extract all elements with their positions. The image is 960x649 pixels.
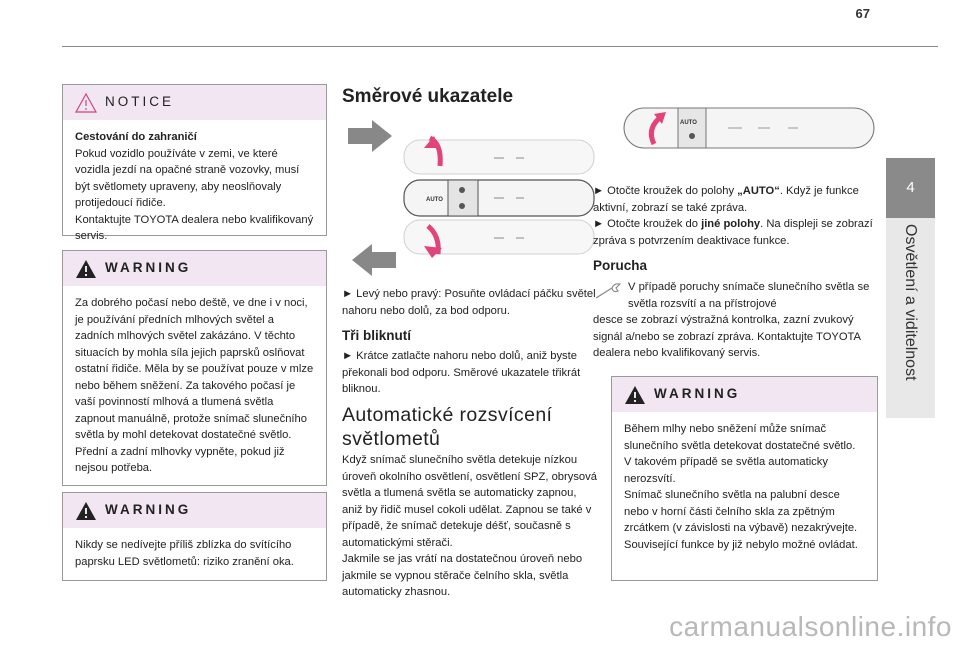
warning-icon [625,385,645,404]
warning-title-3: WARNING [654,386,741,402]
turn-signals-heading: Směrové ukazatele [342,86,514,107]
notice-box: NOTICE Cestování do zahraničí Pokud vozi… [62,84,327,242]
stalk-auto-label: AUTO [426,197,443,203]
warning-title-1: WARNING [105,260,192,276]
auto-instr-1c: . Když je funkce aktivní, zobrazí se tak… [593,185,859,214]
warning-box-3: WARNING Během mlhy nebo sněžení může sní… [611,376,878,581]
notice-body: Cestování do zahraničí Pokud vozidlo pou… [63,120,326,255]
notice-title: NOTICE [105,94,175,110]
auto-lights-heading-1: Automatické rozsvícení [342,404,553,426]
auto-instructions: ► Otočte kroužek do polohy „AUTO“. Když … [593,183,875,249]
chapter-tab[interactable]: 4 [886,158,935,218]
three-flashes-heading: Tři bliknutí [342,328,411,343]
warning-icon [76,501,96,520]
arrow-left-icon [352,244,396,276]
warning-header-3: WARNING [612,377,877,412]
auto-lights-heading-2: světlometů [342,428,441,450]
auto-instr-2c: . Na displeji se zobrazí zpráva s potvrz… [593,218,873,247]
warning-body-1: Za dobrého počasí nebo deště, ve dne i v… [75,297,314,474]
auto-instr-2a: ► Otočte kroužek do [593,218,702,230]
auto-instr-1b: „AUTO“ [737,185,780,197]
warning-body-2: Nikdy se nedívejte příliš zblízka do sví… [75,539,294,568]
fault-heading: Porucha [593,258,648,273]
warning-body-3: Během mlhy nebo sněžení může snímač slun… [624,423,858,551]
warning-title-2: WARNING [105,502,192,518]
fault-text-rest: desce se zobrazí výstražná kontrolka, za… [593,314,861,359]
header-rule [62,46,938,47]
notice-icon [75,92,97,113]
svg-text:AUTO: AUTO [680,120,697,126]
watermark: carmanualsonline.info [669,611,952,642]
auto-ring-illustration: AUTO [623,107,875,149]
notice-text: Pokud vozidlo používáte v zemi, ve které… [75,147,314,243]
fault-text-indented: V případě poruchy snímače slunečního svě… [628,281,870,310]
page-number: 67 [855,6,870,21]
notice-header: NOTICE [63,85,326,120]
auto-instr-2b: jiné polohy [701,218,761,230]
tool-icon [595,283,622,299]
warning-box-2: WARNING Nikdy se nedívejte příliš zblízk… [62,492,327,581]
chapter-tab-strip [886,218,935,418]
arrow-right-icon [348,120,392,152]
auto-instr-1a: ► Otočte kroužek do polohy [593,185,738,197]
auto-lights-text: Když snímač slunečního světla detekuje n… [342,454,597,598]
turn-signal-stalk-illustration: AUTO [348,120,595,276]
chapter-title: Osvětlení a viditelnost [902,224,919,381]
notice-bold-line: Cestování do zahraničí [75,131,197,143]
warning-box-1: WARNING Za dobrého počasí nebo deště, ve… [62,250,327,486]
warning-header-1: WARNING [63,251,326,286]
three-flashes-text: ► Krátce zatlačte nahoru nebo dolů, aniž… [342,350,581,395]
warning-header-2: WARNING [63,493,326,528]
turn-signals-text: ► Levý nebo pravý: Posuňte ovládací páčk… [342,288,596,317]
warning-icon [76,259,96,278]
